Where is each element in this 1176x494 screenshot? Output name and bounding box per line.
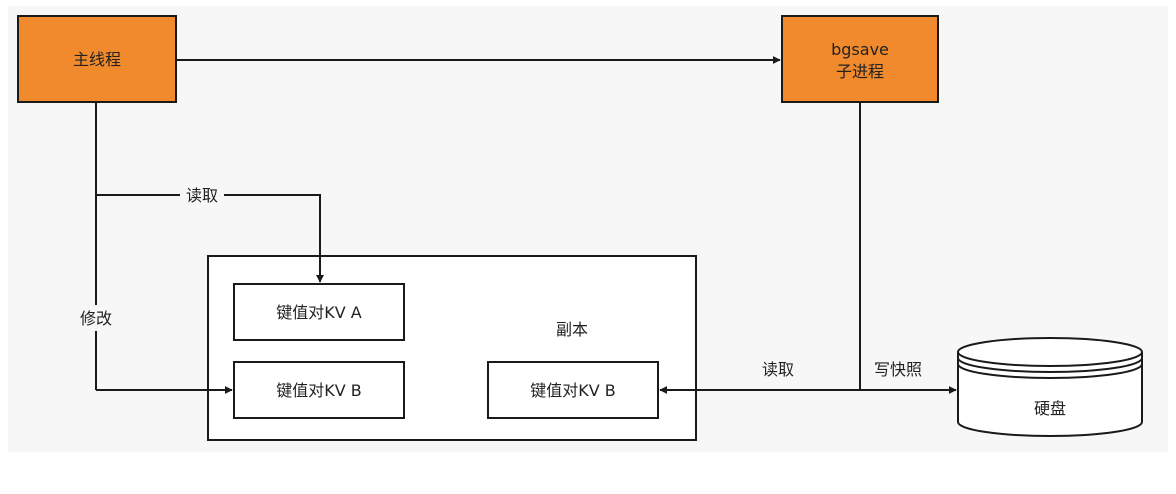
kv-b-box: [233, 361, 405, 419]
kv-b-copy-label: 键值对KV B: [530, 381, 616, 400]
main-thread-label: 主线程: [73, 50, 121, 69]
bgsave-box: [781, 15, 939, 103]
bgsave-label-line1: bgsave: [831, 40, 889, 59]
disk-icon: [957, 337, 1143, 437]
read-copy-label: 读取: [762, 360, 794, 379]
read-a-label-bg: [180, 184, 224, 206]
read-a-arrow: [96, 194, 324, 283]
kv-a-box: [233, 283, 405, 341]
write-snapshot-label: 写快照: [874, 360, 922, 379]
disk-label: 硬盘: [1034, 399, 1066, 418]
copy-region-label: 副本: [556, 320, 588, 339]
kv-b-copy-box: [487, 361, 659, 419]
kv-b-label: 键值对KV B: [276, 381, 362, 400]
kv-a-label: 键值对KV A: [276, 303, 362, 322]
read-a-label: 读取: [186, 186, 218, 205]
main-thread-box: [17, 15, 177, 103]
bgsave-label-line2: 子进程: [836, 62, 884, 81]
modify-b-label-bg: [72, 305, 120, 331]
modify-b-label: 修改: [80, 309, 112, 328]
